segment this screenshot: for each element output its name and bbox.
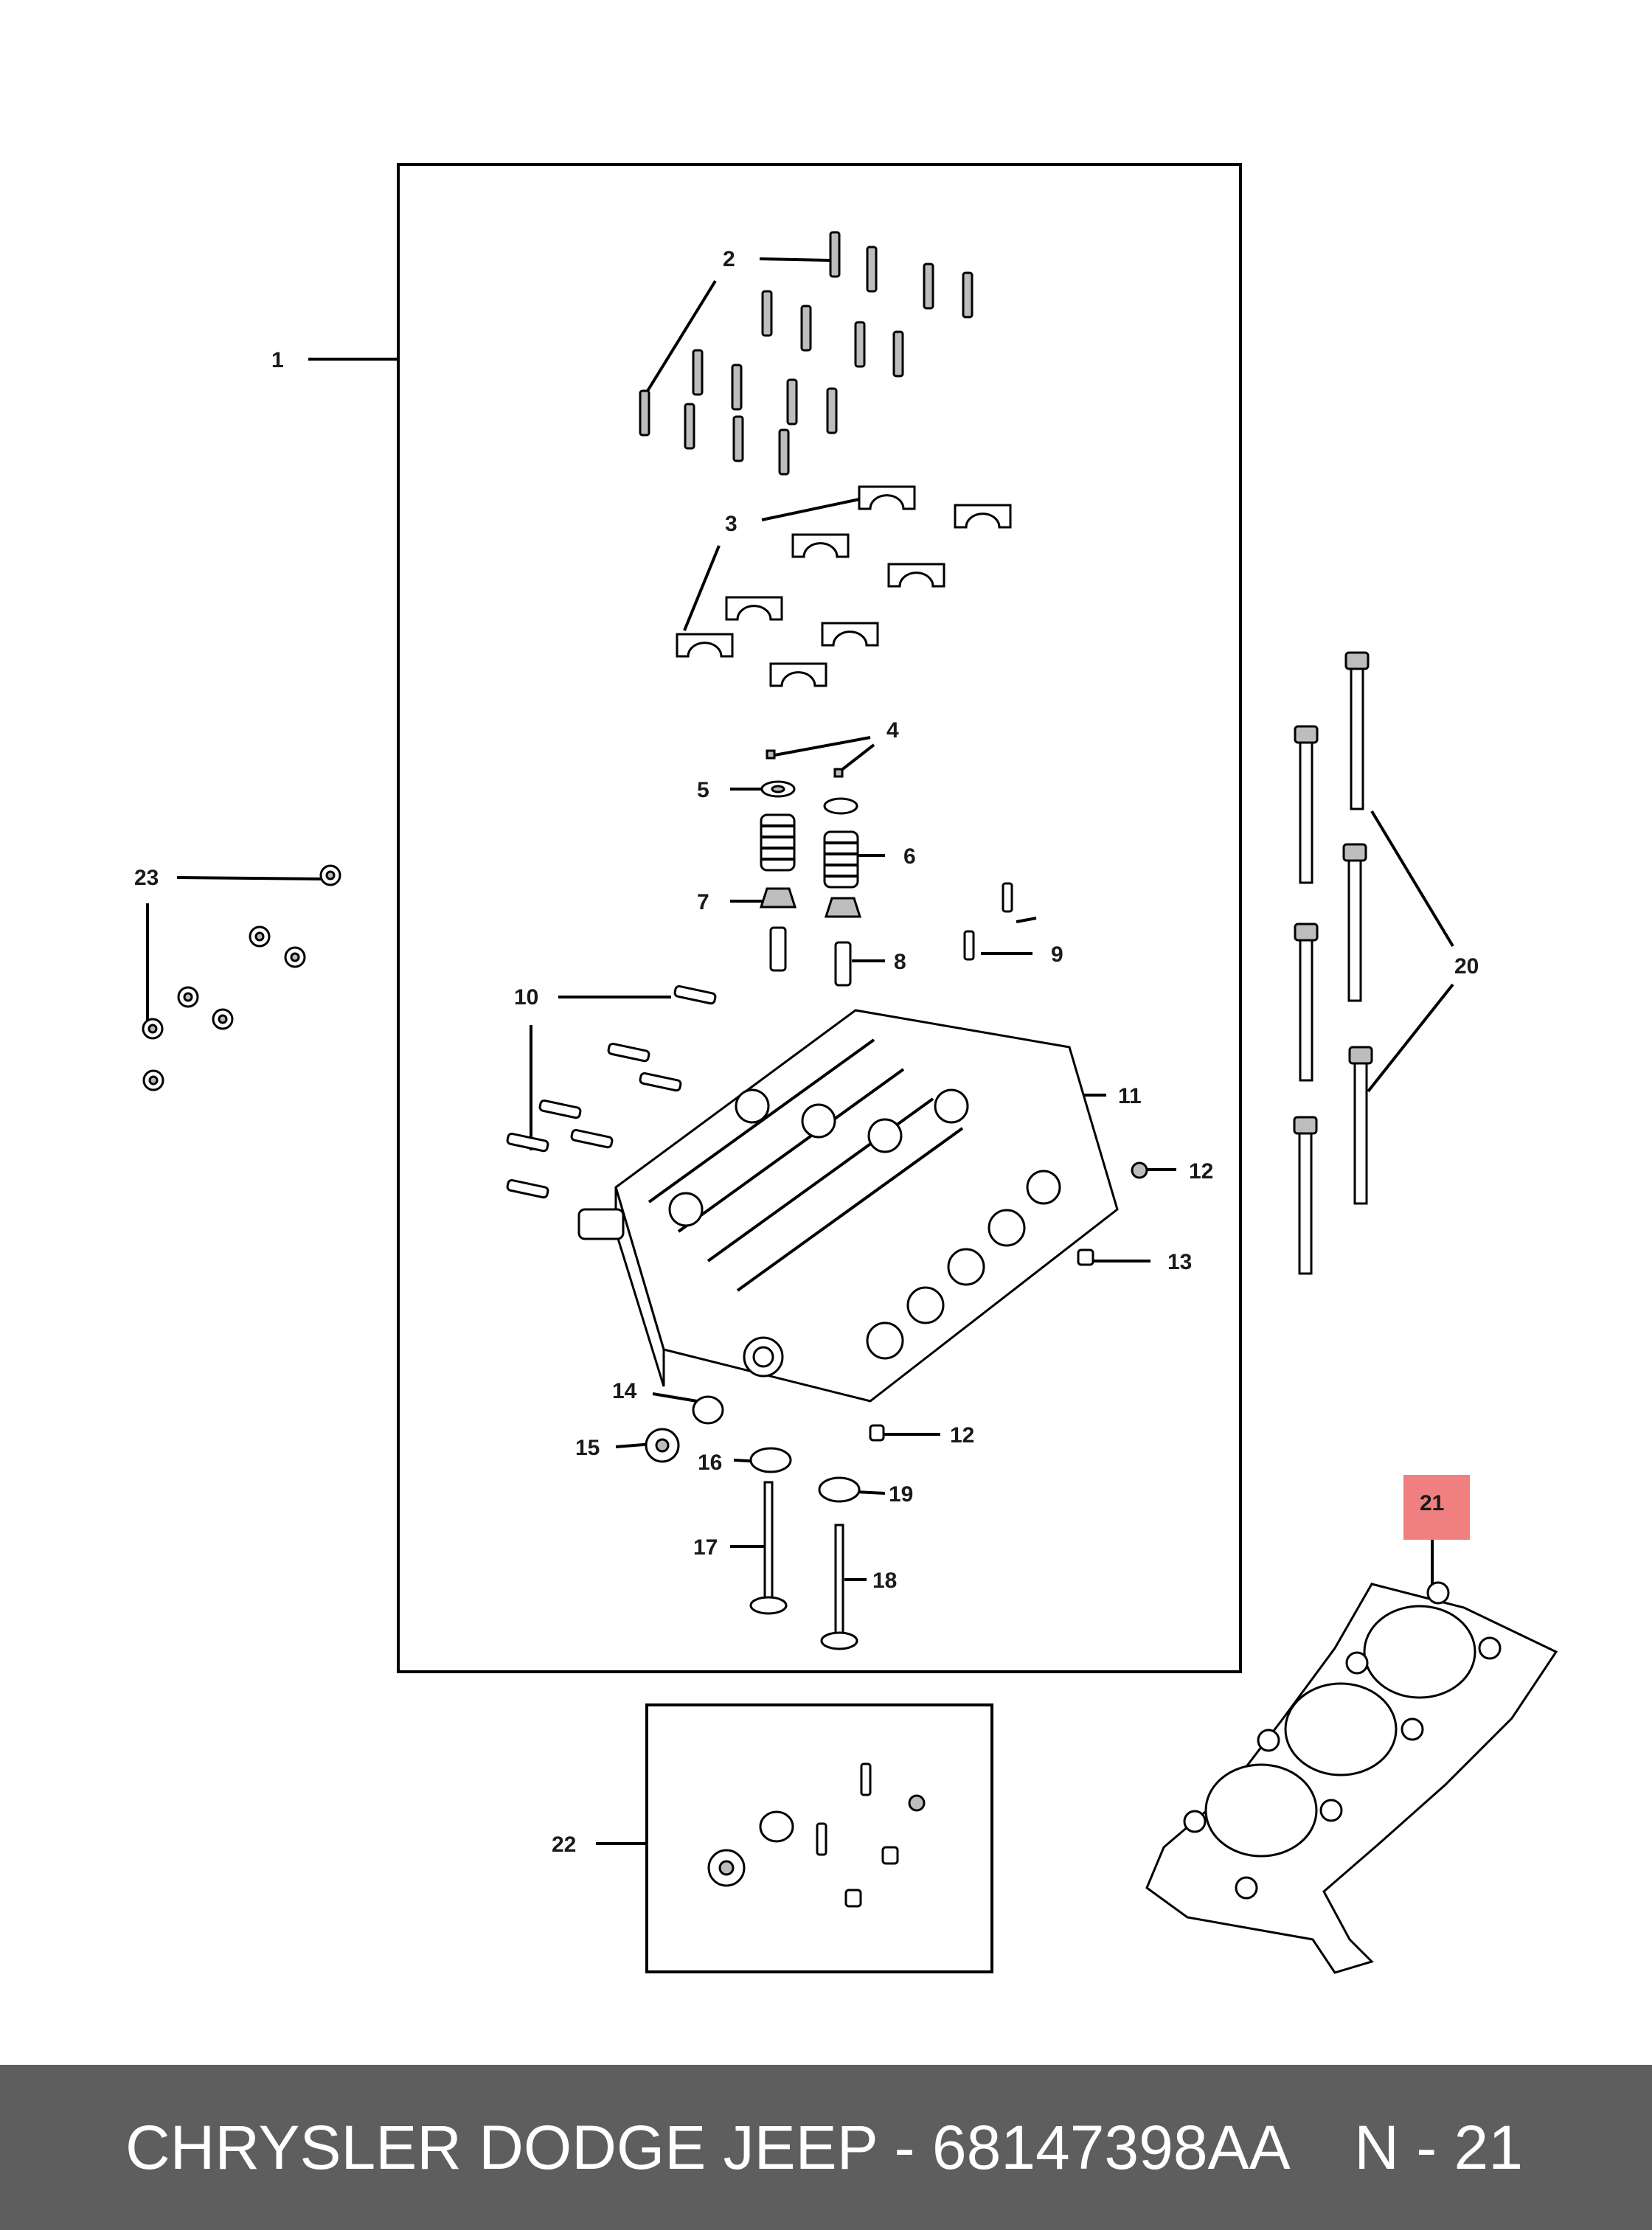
callout-16: 16 <box>698 1451 722 1475</box>
callout-13: 13 <box>1167 1250 1192 1274</box>
callout-8: 8 <box>894 950 906 974</box>
cam-cap-bolts <box>639 231 974 476</box>
callout-17: 17 <box>693 1535 718 1560</box>
callout-11: 11 <box>1118 1084 1142 1108</box>
part-title: CHRYSLER DODGE JEEP - 68147398AA <box>125 2113 1291 2182</box>
dowel-pins <box>506 984 717 1199</box>
cylinder-head-assembly-box <box>397 163 1242 1673</box>
nuts <box>142 864 341 1091</box>
callout-3: 3 <box>725 512 738 536</box>
callout-22: 22 <box>552 1833 576 1857</box>
camshaft-bearing-caps <box>676 485 1012 687</box>
callout-1: 1 <box>271 348 284 372</box>
callout-18: 18 <box>872 1569 897 1593</box>
callout-6: 6 <box>903 844 916 869</box>
callout-7: 7 <box>697 890 709 914</box>
callout-23: 23 <box>134 866 159 890</box>
exploded-parts-diagram: 1 2 3 4 5 6 7 8 9 10 11 12 13 14 15 16 1… <box>134 163 1558 1974</box>
callout-2: 2 <box>723 247 735 271</box>
gasket-kit-parts <box>707 1762 926 1908</box>
cylinder-head <box>577 1009 1119 1403</box>
callout-4: 4 <box>886 718 899 743</box>
plugs <box>869 1161 1148 1442</box>
callout-12a: 12 <box>1189 1159 1213 1184</box>
footer-bar: CHRYSLER DODGE JEEP - 68147398AA N - 21 <box>0 2065 1652 2230</box>
callout-20: 20 <box>1454 954 1479 979</box>
callout-labels: 1 2 3 4 5 6 7 8 9 10 11 12 13 14 15 16 1… <box>134 247 1479 1857</box>
callout-14: 14 <box>612 1379 637 1403</box>
cylinder-head-bolts <box>1293 651 1373 1275</box>
gasket-kit-box <box>645 1703 993 1973</box>
cylinder-head-gasket <box>1145 1581 1558 1974</box>
seals-and-valves <box>645 1395 861 1650</box>
callout-21: 21 <box>1420 1491 1444 1515</box>
valve-train-parts <box>759 749 1013 987</box>
highlight-callout-box <box>1403 1475 1470 1540</box>
callout-19: 19 <box>889 1482 913 1507</box>
diagram-reference: N - 21 <box>1354 2113 1523 2182</box>
callout-10: 10 <box>514 985 538 1010</box>
callout-12b: 12 <box>950 1423 974 1448</box>
callout-9: 9 <box>1051 942 1063 967</box>
callout-5: 5 <box>697 778 709 802</box>
callout-15: 15 <box>575 1436 600 1460</box>
